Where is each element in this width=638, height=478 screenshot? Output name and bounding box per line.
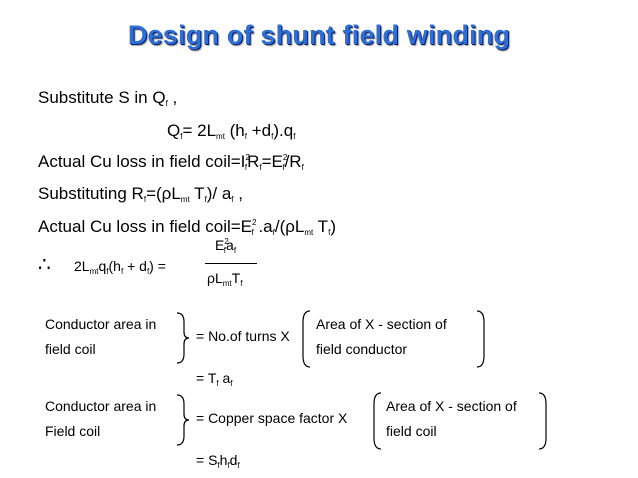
block2-result: = Sfhfdf: [196, 452, 240, 470]
block1-right-brace: [176, 312, 190, 364]
block1-left-line1: Conductor area in: [45, 316, 157, 332]
text-line-substituting-rf: Substituting Rf=(ρLmt Tf)/ af ,: [38, 184, 243, 204]
block2-right-brace: [176, 394, 190, 446]
block2-right-line1: Area of X - section of: [386, 398, 517, 414]
fraction-bar: [205, 263, 257, 264]
equation-lhs: 2Lmtqf(hf + df) =: [74, 258, 166, 276]
block2-right-line2: field coil: [386, 423, 437, 439]
text-line-qf-formula: Qf= 2Lmt (hf +df).qf: [167, 121, 296, 141]
block1-right-line1: Area of X - section of: [316, 316, 447, 332]
block2-middle: = Copper space factor X: [196, 410, 348, 426]
block1-left-paren: [302, 310, 311, 368]
block2-right-paren: [538, 392, 547, 450]
block1-middle: = No.of turns X: [196, 328, 290, 344]
block1-right-paren: [476, 310, 485, 368]
block1-left-line2: field coil: [45, 341, 96, 357]
text-line-substitute: Substitute S in Qf ,: [38, 88, 178, 108]
therefore-symbol: ∴: [38, 254, 51, 276]
fraction-denominator: ρLmtTf: [207, 270, 243, 288]
text-line-cu-loss-2: Actual Cu loss in field coil=E2f .af/(ρL…: [38, 217, 336, 237]
block2-left-line2: Field coil: [45, 423, 101, 439]
block1-result: = Tf af: [196, 370, 233, 388]
block1-right-line2: field conductor: [316, 341, 408, 357]
slide-title: Design of shunt field winding: [127, 20, 511, 50]
text-line-cu-loss-1: Actual Cu loss in field coil=I2fRf=E2f/R…: [38, 152, 304, 172]
fraction-numerator: E2faf: [215, 237, 237, 255]
block2-left-paren: [373, 392, 382, 450]
block2-left-line1: Conductor area in: [45, 398, 157, 414]
